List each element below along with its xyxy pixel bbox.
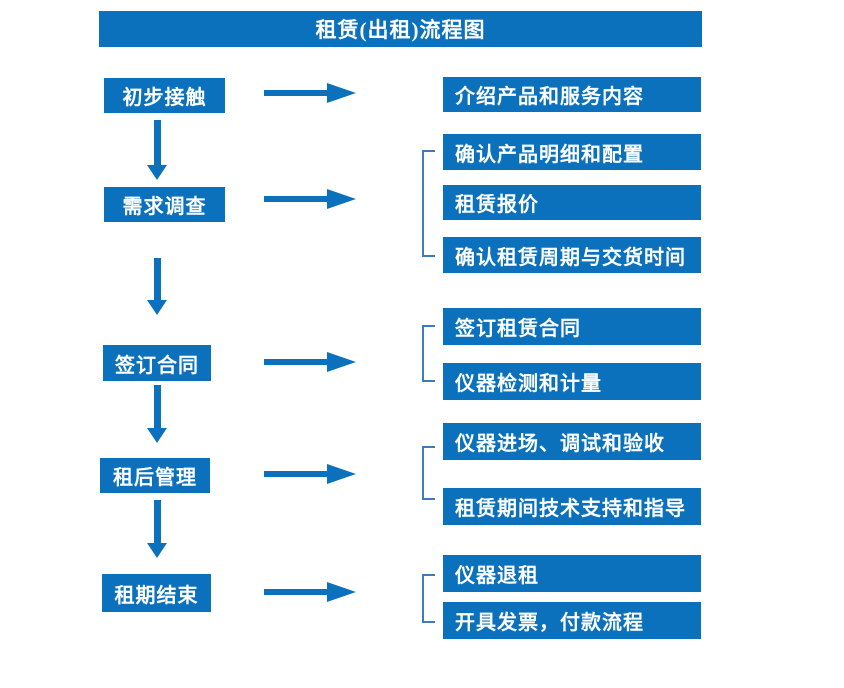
arrow-down-icon bbox=[147, 258, 168, 315]
stage-rental-end: 租期结束 bbox=[102, 574, 211, 612]
step-instrument-arrival-debug-acceptance: 仪器进场、调试和验收 bbox=[443, 423, 701, 460]
group-bracket bbox=[422, 574, 435, 623]
page-title: 租赁(出租)流程图 bbox=[99, 11, 702, 47]
step-instrument-return: 仪器退租 bbox=[443, 555, 701, 592]
arrow-down-icon bbox=[147, 120, 168, 180]
group-bracket bbox=[422, 150, 435, 257]
step-confirm-product-details: 确认产品明细和配置 bbox=[443, 134, 701, 170]
arrow-right-icon bbox=[264, 189, 356, 209]
group-bracket bbox=[422, 446, 435, 500]
arrow-down-icon bbox=[147, 500, 168, 558]
step-introduce-products-services: 介绍产品和服务内容 bbox=[443, 77, 701, 112]
arrow-right-icon bbox=[264, 464, 356, 484]
stage-demand-survey: 需求调查 bbox=[104, 187, 225, 222]
arrow-down-icon bbox=[147, 385, 168, 443]
arrow-right-icon bbox=[264, 582, 356, 602]
stage-sign-contract: 签订合同 bbox=[103, 345, 211, 381]
step-rental-quotation: 租赁报价 bbox=[443, 185, 701, 220]
stage-initial-contact: 初步接触 bbox=[104, 78, 225, 113]
stage-post-rental-management: 租后管理 bbox=[100, 458, 210, 493]
arrow-right-icon bbox=[264, 352, 356, 372]
arrow-right-icon bbox=[264, 83, 356, 103]
step-invoice-payment-process: 开具发票，付款流程 bbox=[443, 602, 701, 639]
step-confirm-rental-period-delivery: 确认租赁周期与交货时间 bbox=[443, 237, 701, 273]
step-sign-rental-contract: 签订租赁合同 bbox=[443, 308, 701, 345]
step-technical-support-guidance: 租赁期间技术支持和指导 bbox=[443, 488, 701, 525]
step-instrument-testing-metering: 仪器检测和计量 bbox=[443, 363, 701, 400]
group-bracket bbox=[422, 325, 435, 382]
